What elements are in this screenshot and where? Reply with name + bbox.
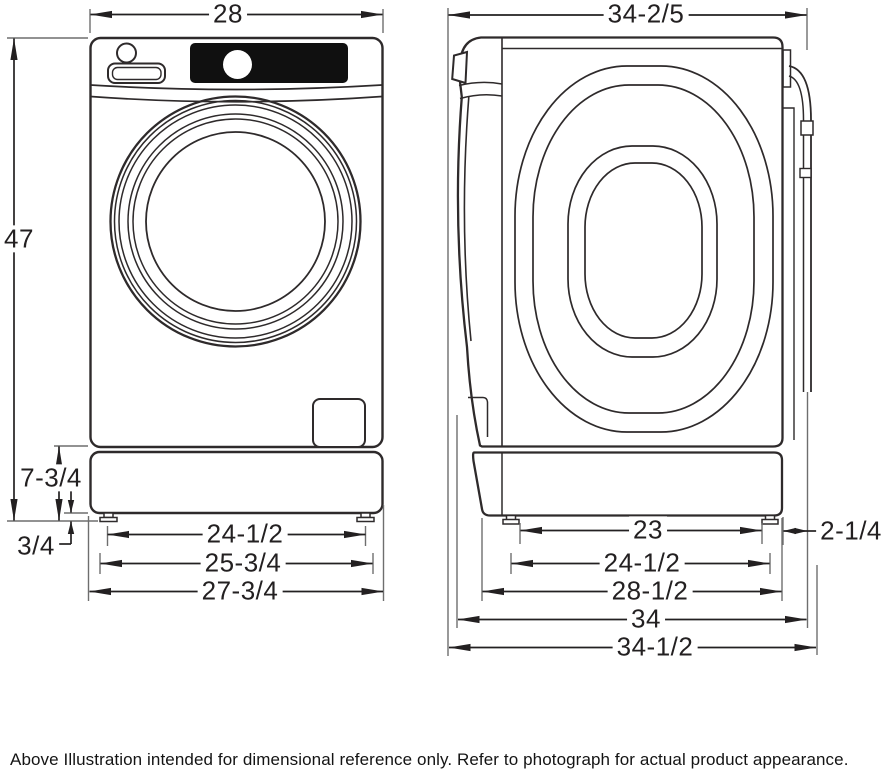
- side-feet-spacing-label: 23: [629, 516, 667, 544]
- control-panel: [190, 43, 348, 83]
- door-top-seam-2: [459, 93, 503, 100]
- door-top-seam-1: [458, 81, 503, 87]
- side-cabinet: [456, 36, 784, 448]
- front-height-label: 47: [0, 225, 38, 253]
- front-pedestal-width-label: 27-3/4: [197, 577, 283, 605]
- drain-hose-inner: [788, 75, 805, 392]
- front-pedestal: [89, 450, 384, 515]
- front-view-drawing: [89, 36, 384, 523]
- side-pedestal-depth-label: 28-1/2: [607, 577, 693, 605]
- hose-clamp-2: [799, 167, 812, 179]
- door-handle: [451, 50, 469, 85]
- dimension-lines: [10, 10, 821, 652]
- dispenser-drawer-inner: [111, 66, 162, 81]
- front-cabinet: [89, 36, 384, 449]
- toe-kick: [468, 396, 489, 437]
- dispenser-drawer: [107, 62, 166, 84]
- side-panel-ovals: [514, 65, 774, 433]
- side-feet: [502, 514, 779, 525]
- rear-clearance-label: 2-1/4: [816, 517, 886, 545]
- control-knob-icon: [223, 50, 252, 79]
- side-view-drawing: [451, 36, 814, 525]
- front-feet-spacing-label: 24-1/2: [202, 520, 288, 548]
- footnote: Above Illustration intended for dimensio…: [10, 750, 849, 769]
- door-profile-inner: [463, 96, 472, 342]
- rear-cover-edge: [782, 107, 795, 440]
- side-feet-outer-label: 24-1/2: [599, 549, 685, 577]
- rear-inlet-box: [782, 49, 792, 88]
- front-seam-upper: [90, 84, 383, 91]
- drain-hose-outer: [788, 65, 812, 392]
- side-pedestal: [471, 451, 784, 517]
- front-base-width-label: 25-3/4: [200, 549, 286, 577]
- pedestal-height-label: 7-3/4: [16, 464, 86, 492]
- front-seam-lower: [90, 95, 383, 103]
- access-panel: [312, 398, 366, 448]
- hose-clamp: [800, 120, 814, 136]
- leveling-leg-label: 3/4: [13, 532, 59, 560]
- power-button-icon: [116, 42, 137, 64]
- side-depth-top-label: 34-2/5: [603, 0, 689, 28]
- front-feet: [99, 512, 375, 523]
- door-window: [109, 95, 362, 348]
- front-width-label: 28: [209, 0, 247, 28]
- side-overall-depth-label: 34-1/2: [612, 633, 698, 661]
- side-depth-label: 34: [627, 605, 665, 633]
